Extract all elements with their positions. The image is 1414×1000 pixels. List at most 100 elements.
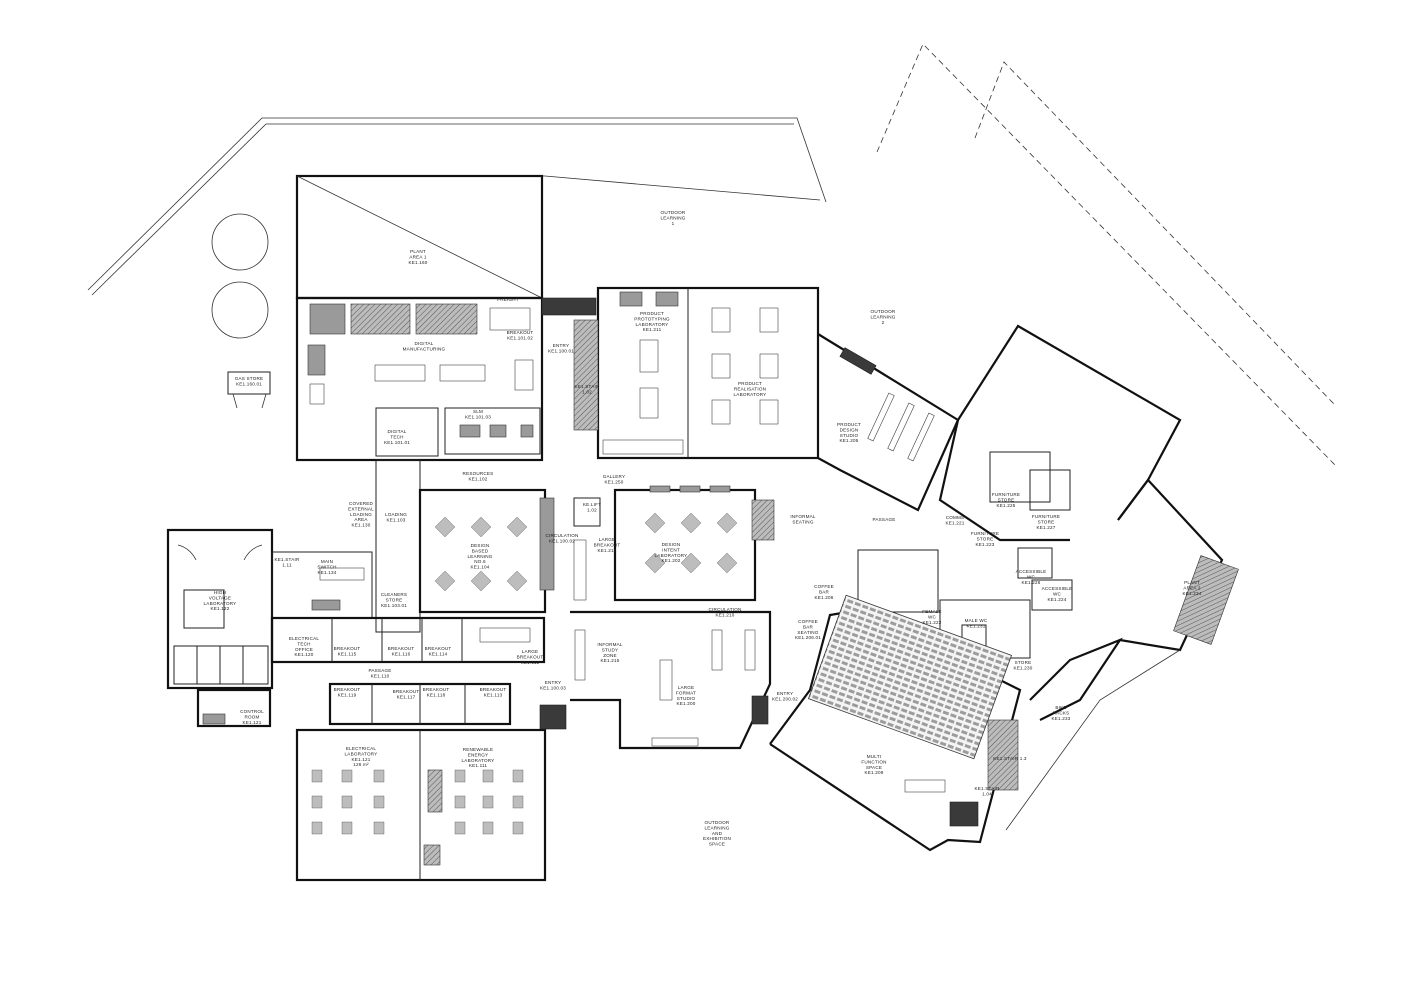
room-label-line: MULTI	[867, 754, 881, 759]
room-label-line: KE1.122	[210, 606, 229, 611]
room-label-line: KE1.221	[945, 520, 964, 525]
room-label-line: LABORATORY	[636, 322, 669, 327]
room-label-line: RENEWABLE	[463, 747, 493, 752]
room-label-line: ZONE	[603, 653, 617, 658]
room-label-line: STORE	[1015, 660, 1032, 665]
room-label-line: TECH	[297, 641, 310, 646]
bike-racks	[1005, 637, 1181, 831]
room-label-line: KE1.118	[427, 692, 446, 697]
room-label-line: FURNITURE	[1032, 514, 1060, 519]
room-label-line: KE1.STAIR 1.3	[993, 756, 1027, 761]
room-label-line: PASSAGE	[872, 517, 895, 522]
room-label-line: KE1.233	[1051, 716, 1070, 721]
room-label-line: ACCESSIBLE	[1042, 586, 1073, 591]
room-label-line: KE1.121	[242, 720, 261, 725]
room-label-line: KE1.209	[864, 770, 883, 775]
room-label-line: VOLTAGE	[209, 595, 231, 600]
room-label-line: PASSAGE	[368, 668, 391, 673]
room-label-line: KE1.112	[521, 660, 540, 665]
room-label-line: KE1.160.01	[236, 381, 262, 386]
room-label-line: BREAKOUT	[517, 654, 544, 659]
room-label-line: PRODUCT	[738, 381, 762, 386]
room-label-line: LARGE	[522, 649, 539, 654]
room-label-line: KE1.115	[338, 651, 357, 656]
room-label-line: TECH	[390, 434, 403, 439]
room-label-line: SPACE	[866, 765, 882, 770]
room-label-line: FREIGHT	[497, 297, 519, 302]
room-label-line: LABORATORY	[734, 392, 767, 397]
room-label-line: REALISATION	[734, 386, 766, 391]
lower-labs	[295, 682, 567, 882]
room-label-line: FORMAT	[676, 690, 696, 695]
room-label-line: STORE	[1038, 519, 1055, 524]
room-label-line: KE1.230	[1013, 665, 1032, 670]
room-label-line: LABORATORY	[462, 758, 495, 763]
room-label-line: DESIGN	[471, 543, 490, 548]
room-label-line: COMMS	[946, 515, 965, 520]
room-label-line: BAR	[819, 589, 830, 594]
room-label-line: KE1.211	[643, 327, 662, 332]
room-label-line: BAR	[803, 624, 814, 629]
room-label-line: DESIGN	[662, 542, 681, 547]
room-label-line: STUDY	[602, 647, 619, 652]
room-label-line: KE1.120	[294, 652, 313, 657]
room-label-line: KE1.215	[600, 658, 619, 663]
room-label-line: OUTDOOR	[871, 309, 896, 314]
room-label-line: SWITCH	[317, 564, 336, 569]
room-label-line: KE1.114	[429, 651, 448, 656]
plant-area-1	[295, 174, 544, 300]
room-label-line: AREA	[354, 517, 368, 522]
room-label-line: WC	[1053, 591, 1062, 596]
room-label-line: RESOURCES	[463, 471, 494, 476]
room-label-line: LABORATORY	[655, 553, 688, 558]
room-label-line: KE1.200.02	[772, 696, 798, 701]
room-label-line: 1.11	[282, 562, 292, 567]
room-label-line: KE1.113	[484, 692, 503, 697]
room-label-line: KE1.212	[597, 548, 616, 553]
room-label-line: DIGITAL	[388, 429, 407, 434]
room-label-line: 1	[672, 221, 675, 226]
room-label-line: GAS STORE	[235, 376, 264, 381]
room-label-line: KE1.231	[966, 623, 985, 628]
room-label-line: STUDIO	[677, 696, 696, 701]
room-label-line: KE1.101.01	[384, 440, 410, 445]
switch-breakout-row	[270, 551, 546, 664]
room-label-line: KE1.226	[1021, 580, 1040, 585]
room-label-line: AREA 2	[1183, 585, 1201, 590]
room-label-line: LABORATORY	[204, 601, 237, 606]
room-label-line: PROTOTYPING	[634, 316, 670, 321]
room-label-line: ENERGY	[468, 752, 489, 757]
room-label-line: PLANT	[410, 249, 426, 254]
room-label-line: KE1.205	[839, 438, 858, 443]
room-label-line: ROOM	[244, 714, 259, 719]
room-label-line: EXTERNAL	[348, 506, 374, 511]
product-design-studio	[817, 333, 960, 512]
room-label-line: LABORATORY	[345, 751, 378, 756]
room-label-line: CIRCULATION	[546, 533, 579, 538]
